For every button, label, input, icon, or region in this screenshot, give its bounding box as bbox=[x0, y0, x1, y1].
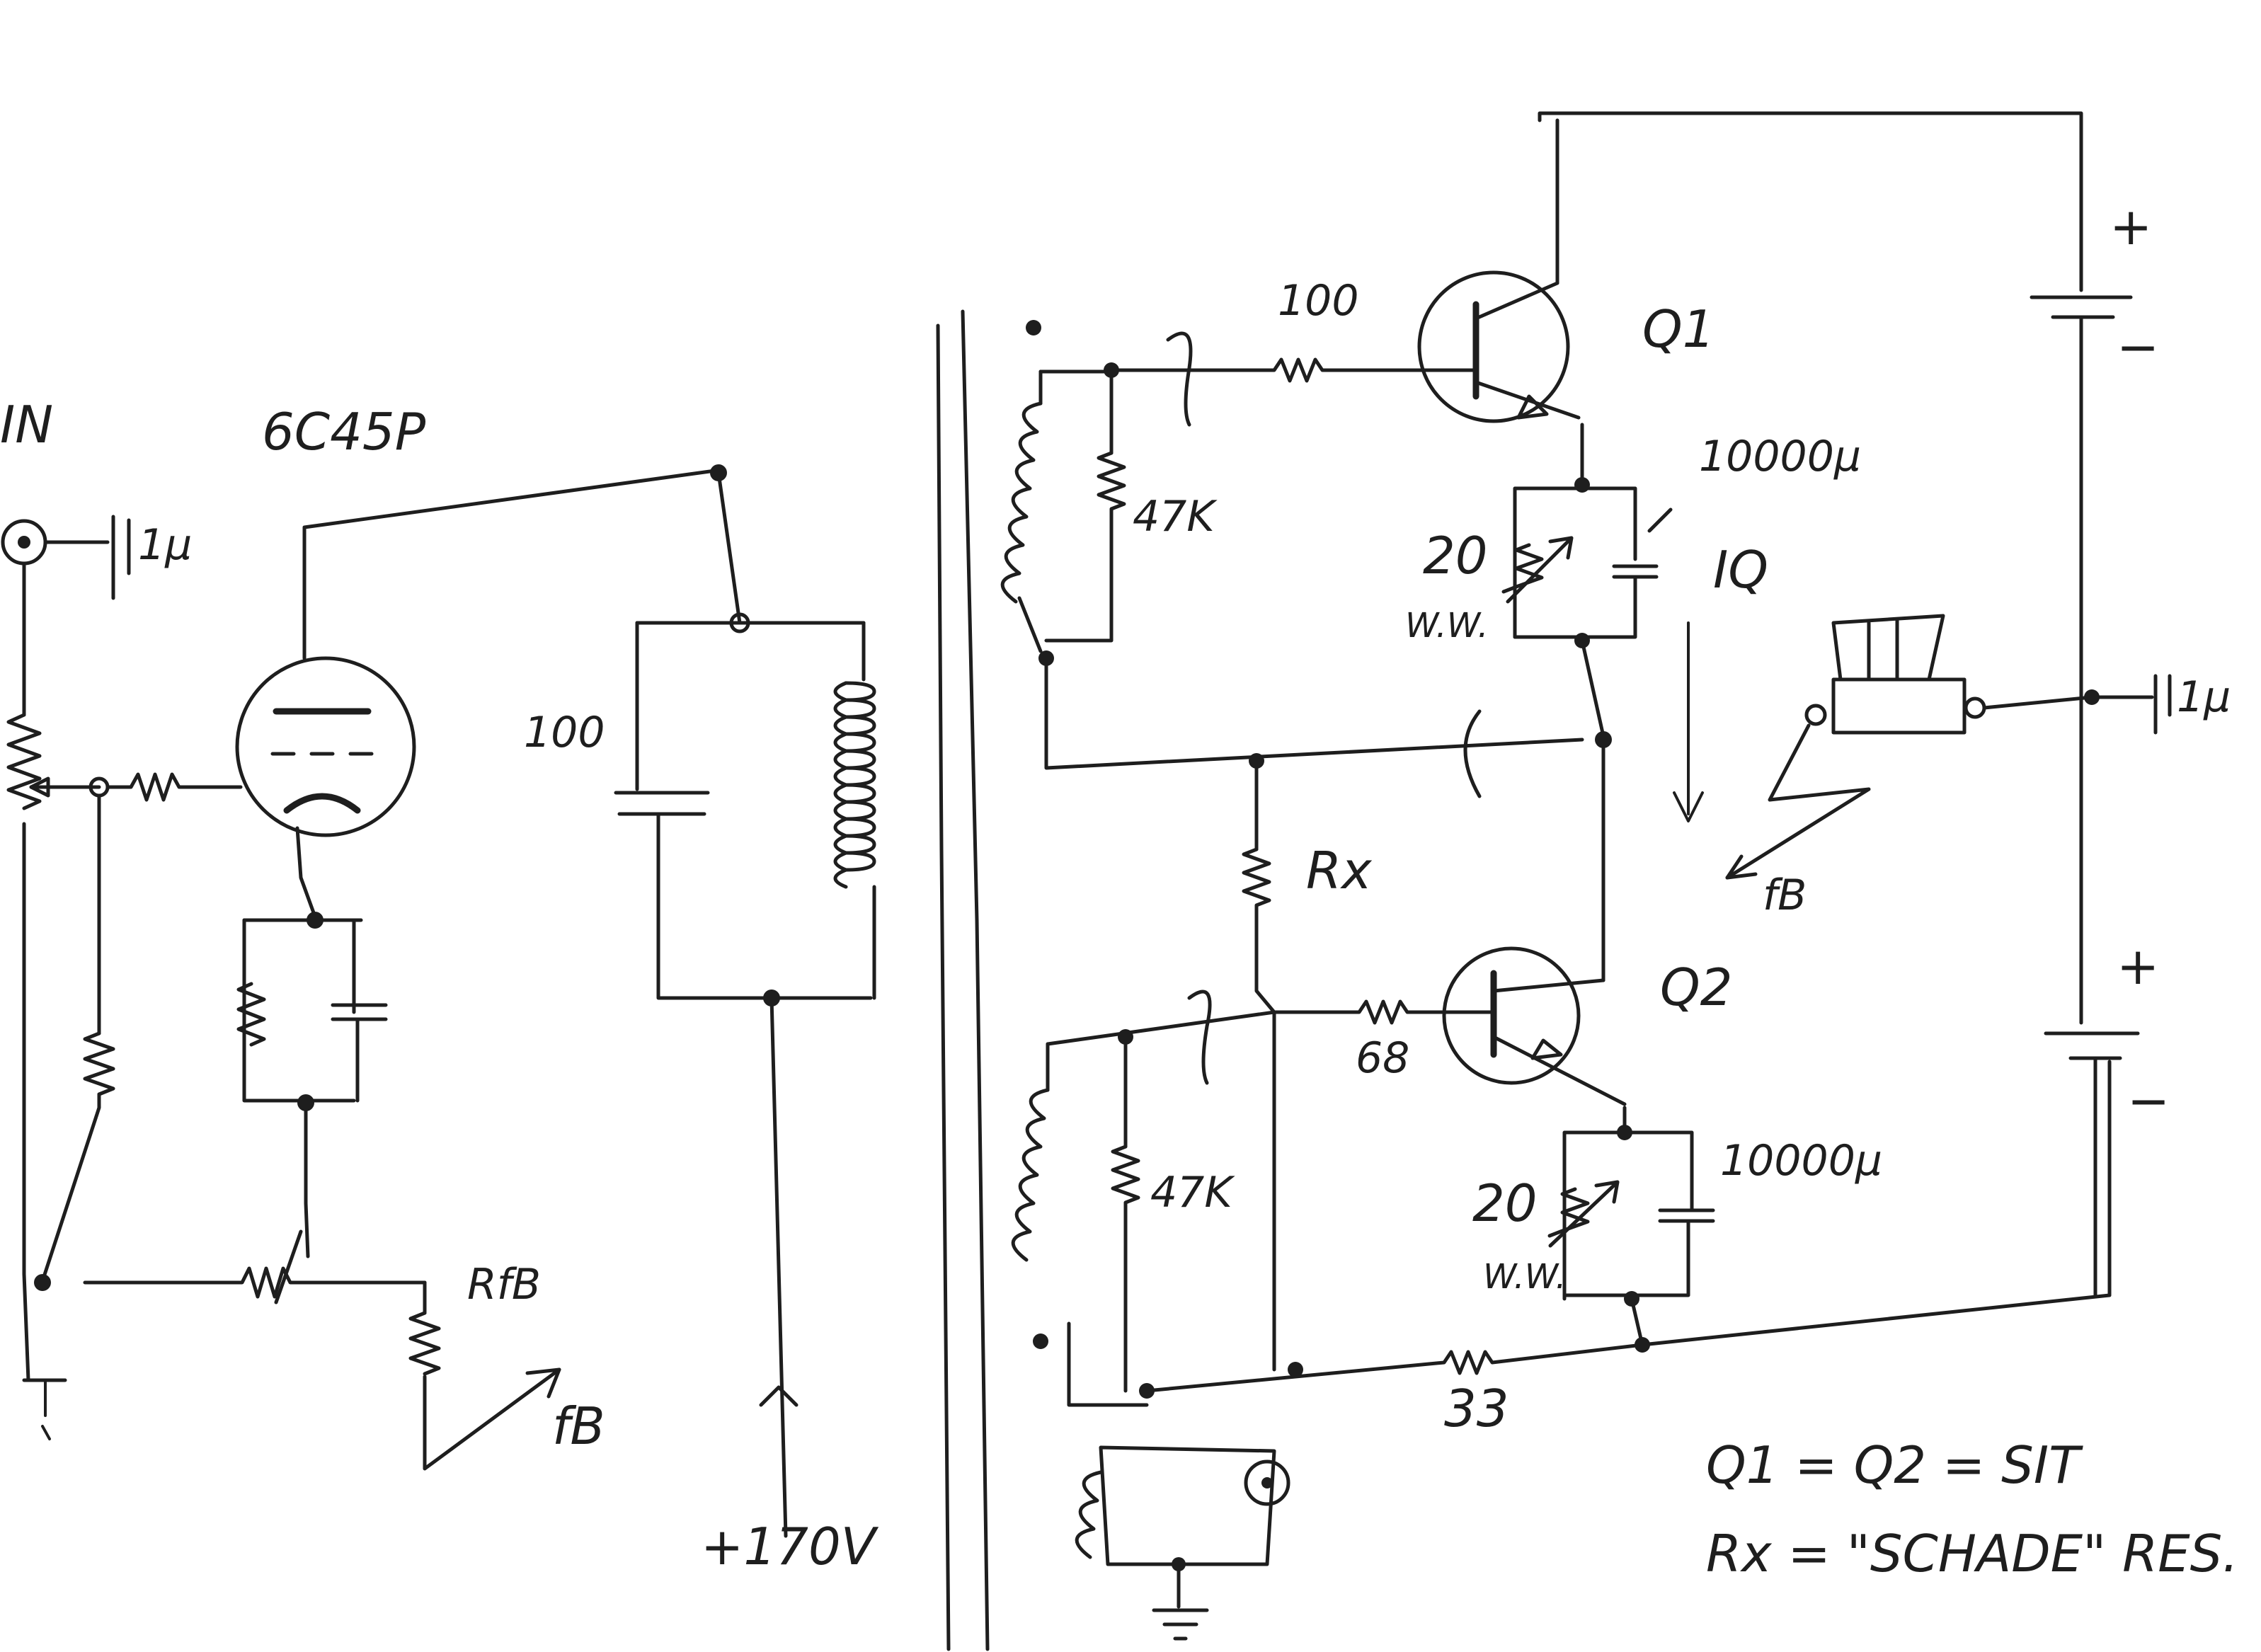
supply-battery-top: + − bbox=[2030, 197, 2159, 1025]
note-line-1: Q1 = Q2 = SIT bbox=[1706, 1435, 2083, 1495]
input-cap-label: 1µ bbox=[138, 520, 192, 570]
r100-label: 100 bbox=[1278, 276, 1359, 326]
q2-label: Q2 bbox=[1660, 958, 1732, 1017]
ww-top-label: W.W. bbox=[1405, 606, 1489, 646]
divider-line bbox=[936, 323, 951, 1651]
r33-label: 33 bbox=[1444, 1379, 1509, 1438]
supply-battery-bot: + − bbox=[2044, 936, 2170, 1297]
r68-label: 68 bbox=[1356, 1033, 1409, 1083]
q1-transistor bbox=[1417, 270, 1570, 423]
output-jack-assembly bbox=[1075, 1445, 1290, 1641]
q2-transistor bbox=[1442, 946, 1581, 1085]
iq-label: IQ bbox=[1713, 540, 1768, 600]
sit-output-stage: 47K 100 Q1 10000µ 20 W.W. IQ bbox=[1000, 111, 2238, 1641]
input-label: IN bbox=[0, 395, 53, 454]
output-cap-label: 1µ bbox=[2177, 672, 2231, 722]
svg-text:+: + bbox=[2117, 936, 2159, 996]
top-input-transformer bbox=[1000, 401, 1043, 604]
note-line-2: Rx = "SCHADE" RES. bbox=[1706, 1524, 2238, 1583]
bottom-input-transformer bbox=[1011, 1088, 1050, 1262]
tube-label: 6C45P bbox=[262, 402, 426, 461]
ww-bot-label: W.W. bbox=[1483, 1257, 1567, 1297]
cap-bot-label: 10000µ bbox=[1720, 1136, 1882, 1186]
r47k-bot-label: 47K bbox=[1150, 1168, 1235, 1217]
triode-tube bbox=[235, 656, 416, 837]
input-coupling-capacitor: 1µ bbox=[43, 515, 192, 600]
rfb-label: RfB bbox=[467, 1260, 541, 1309]
feedback-label-left: fB bbox=[552, 1396, 605, 1456]
q1-label: Q1 bbox=[1642, 299, 1715, 359]
tube-stage: IN 1µ 6C45P bbox=[0, 395, 879, 1576]
input-potentiometer bbox=[6, 713, 42, 810]
r20-top-label: 20 bbox=[1423, 526, 1488, 585]
svg-text:−: − bbox=[2117, 317, 2159, 377]
supply-voltage-label: +170V bbox=[701, 1517, 879, 1576]
r20-bot-label: 20 bbox=[1472, 1174, 1538, 1233]
tank-cap-label: 100 bbox=[524, 708, 605, 757]
cap-top-label: 10000µ bbox=[1699, 432, 1861, 481]
speaker bbox=[1831, 677, 1967, 735]
svg-text:−: − bbox=[2127, 1071, 2170, 1130]
svg-text:+: + bbox=[2110, 197, 2152, 256]
r47k-top-label: 47K bbox=[1133, 492, 1218, 541]
feedback-label-right: fB bbox=[1763, 871, 1807, 920]
rx-label: Rx bbox=[1306, 841, 1373, 900]
